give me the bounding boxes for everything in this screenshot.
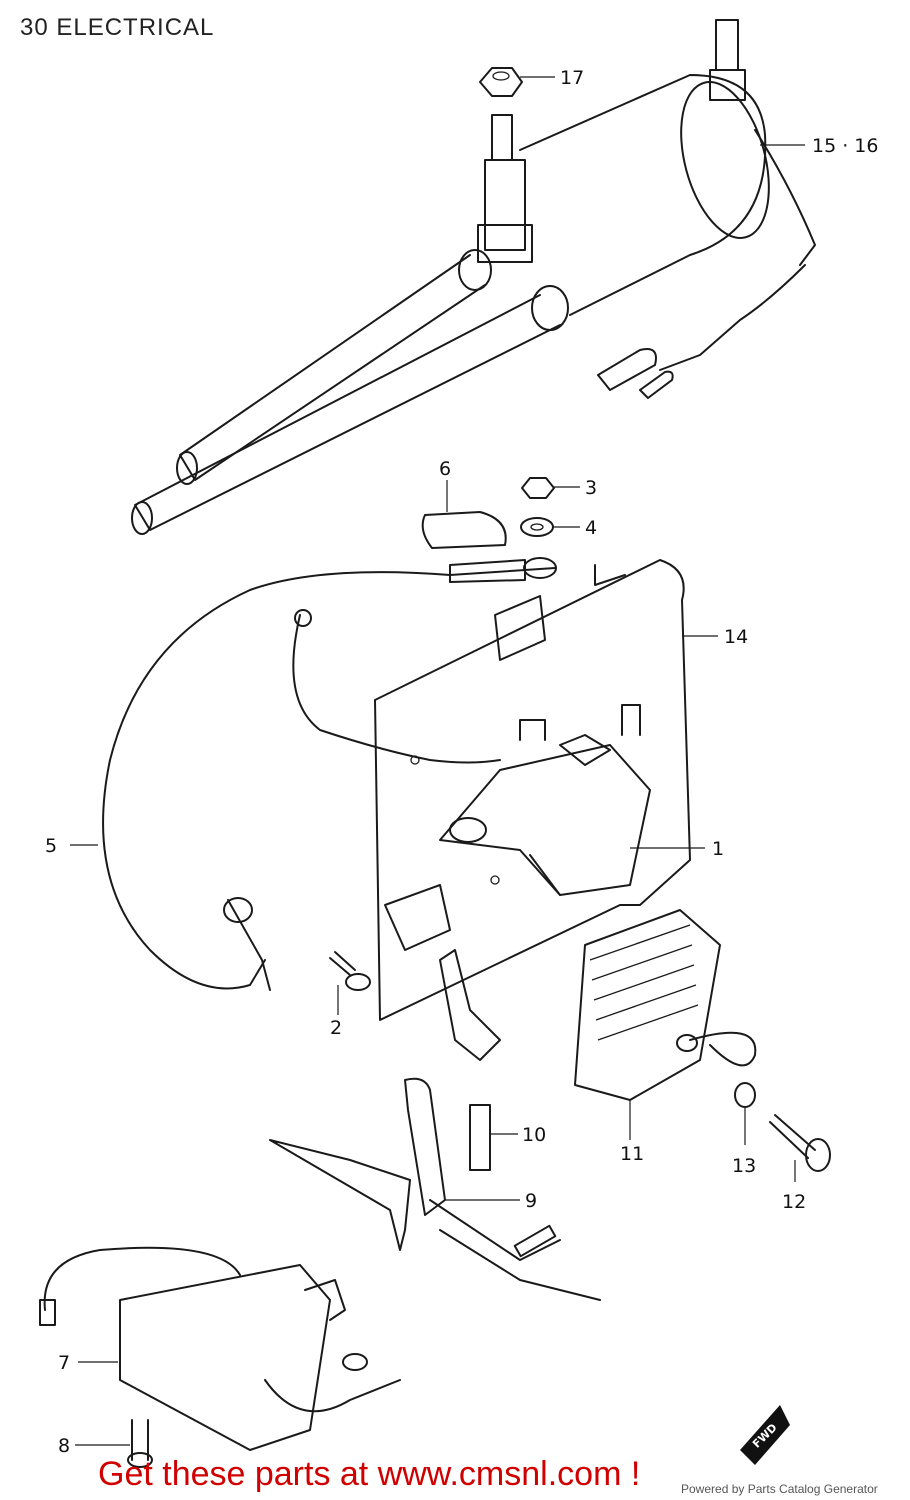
fuse-10[interactable] [469,1104,491,1171]
bracket-14[interactable] [374,559,691,1021]
callout-5: 5 [45,835,57,857]
high-tension-leads [131,249,569,535]
battery-cable-5[interactable] [102,557,557,991]
washer-13[interactable] [734,1082,756,1108]
callout-14: 14 [724,626,748,648]
fuse-holder-9[interactable] [269,1077,601,1301]
callout-8: 8 [58,1435,70,1457]
callout-9: 9 [525,1190,537,1212]
callout-3: 3 [585,477,597,499]
callout-15-16: 15 · 16 [812,135,878,157]
screw-8[interactable] [127,1419,153,1468]
fwd-arrow-icon: FWD [740,1405,790,1465]
callout-10: 10 [522,1124,546,1146]
washer-4[interactable] [520,517,554,537]
terminal-cap-6[interactable] [421,511,507,549]
nut-17[interactable] [479,67,523,97]
callout-13: 13 [732,1155,756,1177]
callout-4: 4 [585,517,597,539]
powered-by-text: Powered by Parts Catalog Generator [681,1482,878,1496]
regulator-rectifier-11[interactable] [574,909,757,1101]
relay-box-7[interactable] [39,1246,401,1451]
callout-labels: 17 15 · 16 6 3 4 14 1 5 2 10 9 11 13 12 … [45,67,878,1457]
starter-relay-1[interactable] [439,704,651,896]
callout-2: 2 [330,1017,342,1039]
wire-terminal [294,609,312,627]
callout-17: 17 [560,67,584,89]
screw-2[interactable] [329,951,371,991]
bolt-12[interactable] [769,1114,831,1172]
nut-3[interactable] [521,477,555,499]
cta-link[interactable]: Get these parts at www.cmsnl.com ! [98,1455,641,1493]
callout-7: 7 [58,1352,70,1374]
page-title: 30 ELECTRICAL [20,14,215,41]
callout-12: 12 [782,1191,806,1213]
wire-clamp[interactable] [439,949,501,1061]
wire-harness-loop [292,614,501,764]
callout-11: 11 [620,1143,644,1165]
callout-6: 6 [439,458,451,480]
callout-1: 1 [712,838,724,860]
